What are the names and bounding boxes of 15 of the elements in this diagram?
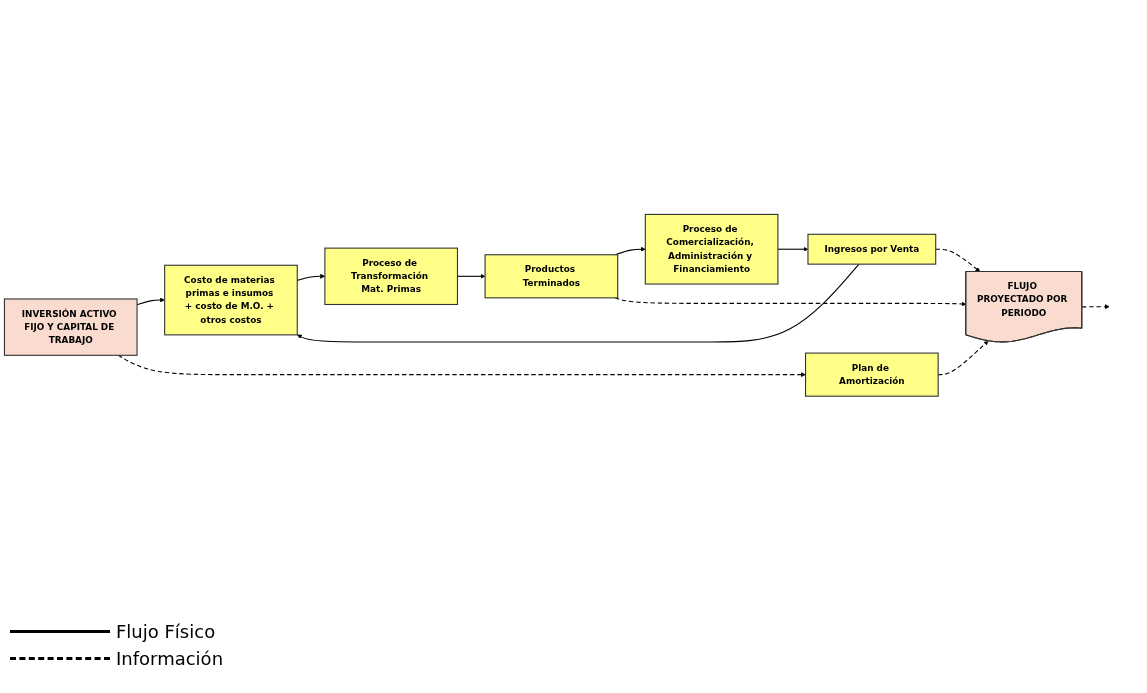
- node-box: Ingresos por Venta: [807, 233, 937, 265]
- arrow: [297, 263, 860, 343]
- node-box: Plan de Amortización: [805, 352, 939, 397]
- arrow: [614, 246, 646, 255]
- arrow: [117, 354, 806, 377]
- arrow: [935, 248, 981, 272]
- node-box: Productos Terminados: [484, 253, 619, 299]
- legend-label: Información: [116, 648, 224, 669]
- node-box: INVERSIÓN ACTIVO FIJO Y CAPITAL DE TRABAJO: [3, 298, 138, 356]
- node-box: Proceso de Transformación Mat. Primas: [324, 247, 459, 305]
- arrow: [614, 296, 967, 307]
- node-box: Costo de materias primas e insumos + costo de M.O. + otros costos: [164, 264, 298, 336]
- legend-label: Flujo Físico: [116, 621, 216, 642]
- node-box: Proceso de Comercialización, Administración y Financiamiento: [644, 213, 779, 285]
- arrow: [1081, 303, 1110, 309]
